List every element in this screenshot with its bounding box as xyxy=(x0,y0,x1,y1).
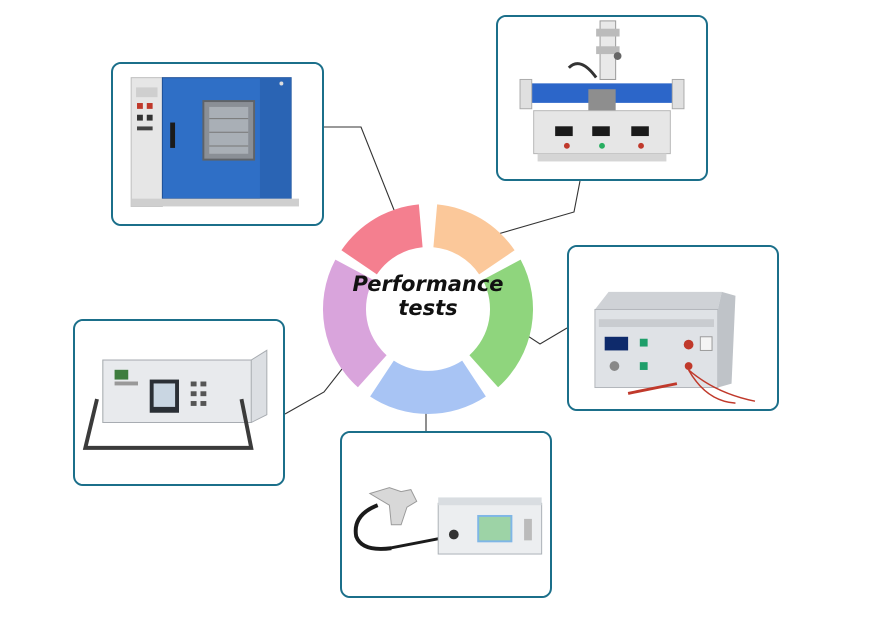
connector-rework xyxy=(483,180,581,239)
drying-oven-image xyxy=(113,64,322,224)
center-title: Performance tests xyxy=(340,272,516,320)
card-esd-generator xyxy=(340,431,552,598)
segment-green xyxy=(469,259,534,388)
segment-red xyxy=(341,204,423,275)
connector-oven xyxy=(324,126,401,226)
rework-station-image xyxy=(498,17,706,179)
card-multifunction-tester xyxy=(73,319,285,486)
center-title-line1: Performance xyxy=(352,272,504,296)
center-title-line2: tests xyxy=(398,296,458,320)
card-drying-oven xyxy=(111,62,324,226)
multifunction-tester-image xyxy=(75,321,283,484)
segment-purple xyxy=(322,259,387,388)
esd-generator-image xyxy=(342,433,550,596)
segment-blue xyxy=(370,360,486,414)
segment-orange xyxy=(433,204,515,275)
esd-tester-image xyxy=(569,247,777,409)
card-esd-tester xyxy=(567,245,779,411)
card-rework-station xyxy=(496,15,708,181)
wheel xyxy=(322,204,534,414)
